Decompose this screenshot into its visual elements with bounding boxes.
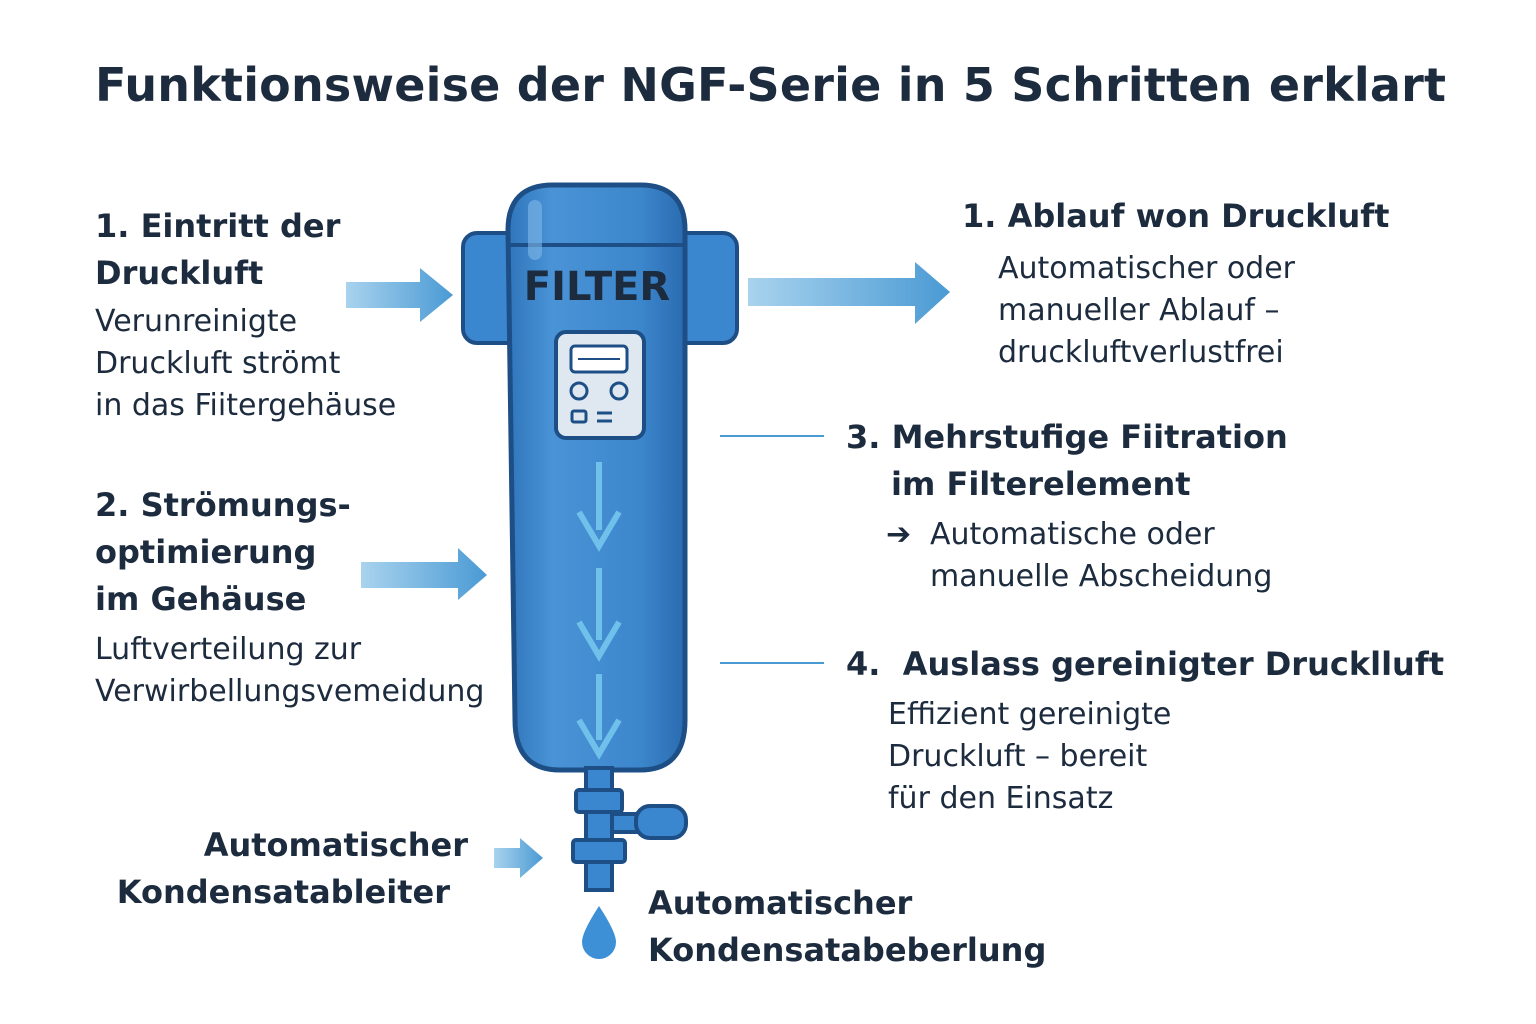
text-line: Automatischer oder [998,251,1296,286]
step-drain-out-text: Automatischer oder manueller Ablauf – dr… [998,248,1389,374]
heading-line: optimierung [95,533,317,571]
text-line: Luftverteilung zur [95,632,362,667]
step-filtration-heading: 3. Mehrstufige Fiitration im Filtereleme… [846,414,1288,508]
text-line: Automatische oder [930,517,1215,552]
step-condensate-discharge-heading: Automatischer Kondensatabeberlung [648,880,1046,974]
step-inlet-heading: 1. Eintritt der Druckluft [95,203,396,297]
step-flow-text: Luftverteilung zur Verwirbellungsvemeidu… [95,629,484,713]
control-panel-icon [554,330,646,440]
heading-line: im Gehäuse [95,580,307,618]
step-condensate-discharge: Automatischer Kondensatabeberlung [648,880,1046,974]
heading-line: 1. Eintritt der [95,207,341,245]
step-condensate-drain-heading: Automatischer Kondensatableiter [117,822,468,916]
arrow-down-icon [576,568,622,662]
arrow-right-icon [748,262,950,324]
step-drain-out-heading: 1. Ablauf won Druckluft [962,193,1389,240]
text-line: Verwirbellungsvemeidung [95,674,485,709]
step-condensate-drain: Automatischer Kondensatableiter [117,822,468,916]
step-inlet-text: Verunreinigte Druckluft strömt in das Fi… [95,301,396,427]
filter-highlight [528,200,542,260]
step-filtration-text: ➔ Automatische oder manuelle Abscheidung [886,514,1288,598]
step-flow: 2. Strömungs- optimierung im Gehäuse Luf… [95,482,484,713]
arrow-right-icon: ➔ [886,517,912,552]
heading-line: Druckluft [95,254,264,292]
heading-line: Kondensatableiter [116,873,450,911]
heading-line: Automatischer [648,884,913,922]
step-outlet-heading: 4. Auslass gereinigter Drucklluft [846,641,1444,688]
heading-line: 1. Ablauf won Druckluft [962,197,1390,235]
droplet-icon [582,906,616,959]
step-flow-heading: 2. Strömungs- optimierung im Gehäuse [95,482,484,623]
text-line: Druckluft strömt [95,346,341,381]
text-line: Verunreinigte [95,304,298,339]
text-line: für den Einsatz [888,781,1114,816]
heading-line: Automatischer [203,826,468,864]
step-outlet: 4. Auslass gereinigter Drucklluft Effizi… [846,641,1444,820]
arrow-right-icon [361,548,487,600]
arrow-right-icon [346,268,453,322]
page-title: Funktionsweise der NGF-Serie in 5 Schrit… [95,58,1447,112]
text-line: druckluftverlustfrei [998,335,1284,370]
heading-line: 3. Mehrstufige Fiitration [846,418,1288,456]
text-line: manuelle Abscheidung [930,559,1273,594]
text-line: Druckluft – bereit [888,739,1148,774]
step-drain-out: 1. Ablauf won Druckluft Automatischer od… [962,193,1389,374]
heading-line: 4. Auslass gereinigter Drucklluft [846,645,1445,683]
step-inlet: 1. Eintritt der Druckluft Verunreinigte … [95,203,396,427]
valve-icon [571,766,688,892]
text-line: in das Fiitergehäuse [95,388,397,423]
heading-line: Kondensatabeberlung [648,931,1047,969]
arrow-down-icon [576,674,622,760]
heading-line: 2. Strömungs- [95,486,351,524]
filter-label: FILTER [524,264,670,310]
arrow-down-icon [576,462,622,552]
step-outlet-text: Effizient gereinigte Druckluft – bereit … [888,694,1444,820]
arrow-right-icon [494,838,543,878]
step-filtration: 3. Mehrstufige Fiitration im Filtereleme… [846,414,1288,598]
heading-line: im Filterelement [891,465,1191,503]
text-line: manueller Ablauf – [998,293,1280,328]
text-line: Effizient gereinigte [888,697,1172,732]
